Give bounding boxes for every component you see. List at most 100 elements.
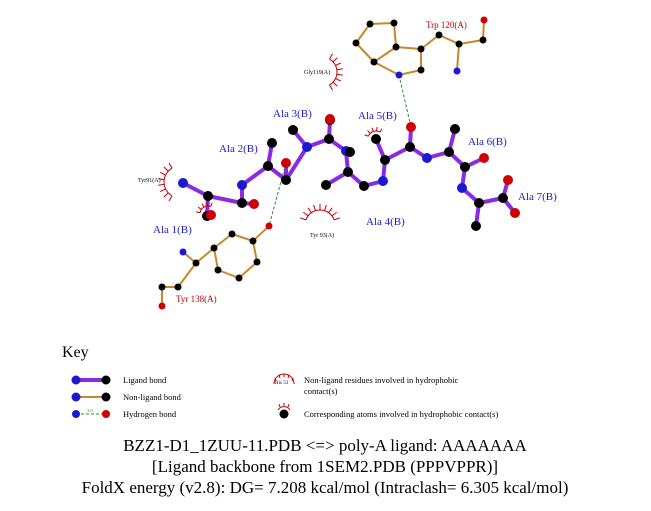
residue-label-trp120: Trp 120(A) bbox=[426, 20, 467, 30]
non-ligand-bond bbox=[252, 225, 270, 242]
legend-hydrophobic-label-line1: Non-ligand residues involved in hydropho… bbox=[304, 375, 459, 385]
non-ligand-bond bbox=[213, 233, 233, 249]
oxygen-atom bbox=[249, 199, 259, 209]
non-ligand-bond bbox=[395, 46, 422, 50]
atoms bbox=[158, 16, 520, 310]
legend-hbond-atom-o bbox=[102, 410, 110, 418]
non-ligand-bond bbox=[398, 69, 422, 76]
hydrophobic-arc-gly119 bbox=[329, 53, 343, 91]
carbon-atom bbox=[405, 142, 415, 152]
hydrogen-bond bbox=[268, 162, 287, 227]
oxygen-atom bbox=[510, 208, 520, 218]
residue-label-ala1: Ala 1(B) bbox=[153, 224, 192, 236]
residue-label-ala3: Ala 3(B) bbox=[273, 108, 312, 120]
legend-nonligand-bond-label: Non-ligand bond bbox=[123, 392, 182, 402]
carbon-atom bbox=[343, 167, 353, 177]
hydrophobic-arc-tyr93 bbox=[300, 204, 340, 221]
nitrogen-atom bbox=[395, 71, 403, 79]
legend-ligand-bond-atom-n bbox=[71, 375, 81, 385]
carbon-atom bbox=[174, 283, 182, 291]
nitrogen-atom bbox=[237, 180, 247, 190]
carbon-atom bbox=[324, 134, 334, 144]
nitrogen-atom bbox=[378, 176, 388, 186]
carbon-atom bbox=[450, 124, 460, 134]
oxygen-atom bbox=[503, 175, 513, 185]
non-ligand-bond bbox=[213, 247, 219, 271]
legend: Key Ligand bond Non-ligand bond 3.0 Hydr… bbox=[62, 344, 498, 419]
ligand-bond bbox=[240, 164, 270, 187]
carbon-atom bbox=[392, 43, 400, 51]
carbon-atom bbox=[479, 36, 487, 44]
legend-hydrophobic-label-line2: contact(s) bbox=[304, 386, 338, 396]
non-ligand-bond bbox=[252, 240, 258, 263]
hydrogen-bonds bbox=[268, 74, 412, 227]
carbon-atom bbox=[235, 274, 243, 282]
legend-title: Key bbox=[62, 344, 89, 361]
nitrogen-atom bbox=[178, 178, 188, 188]
non-ligand-bond bbox=[420, 34, 440, 50]
carbon-atom bbox=[228, 230, 236, 238]
hydrophobic-label-tyr93: Tyr 93(A) bbox=[310, 232, 334, 239]
oxygen-atom bbox=[325, 114, 335, 124]
non-ligand-bond bbox=[369, 22, 395, 25]
non-ligand-bond bbox=[393, 22, 397, 48]
carbon-atom bbox=[371, 134, 381, 144]
oxygen-atom bbox=[265, 222, 273, 230]
oxygen-atom bbox=[281, 158, 291, 168]
carbon-atom bbox=[370, 58, 378, 66]
nitrogen-atom bbox=[179, 248, 187, 256]
non-ligand-bond bbox=[373, 61, 400, 76]
carbon-atom bbox=[281, 175, 291, 185]
carbon-atom bbox=[435, 31, 443, 39]
legend-hbond-distance: 3.0 bbox=[87, 408, 93, 413]
nitrogen-atom bbox=[453, 67, 461, 75]
non-ligand-bonds bbox=[161, 19, 485, 307]
caption-line2: [Ligand backbone from 1SEM2.PDB (PPPVPPR… bbox=[152, 457, 498, 476]
oxygen-atom bbox=[480, 16, 488, 24]
carbon-atom bbox=[352, 39, 360, 47]
legend-ligand-bond-label: Ligand bond bbox=[123, 375, 167, 385]
carbon-atom bbox=[158, 283, 166, 291]
carbon-atom bbox=[460, 162, 470, 172]
carbon-atom bbox=[267, 138, 277, 148]
caption-line1: BZZ1-D1_1ZUU-11.PDB <=> poly-A ligand: A… bbox=[123, 436, 527, 455]
residue-label-ala4: Ala 4(B) bbox=[366, 216, 405, 228]
residue-label-ala7: Ala 7(B) bbox=[518, 191, 557, 203]
oxygen-atom bbox=[158, 302, 166, 310]
carbon-atom bbox=[471, 221, 481, 231]
nitrogen-atom bbox=[457, 183, 467, 193]
carbon-atom bbox=[380, 155, 390, 165]
non-ligand-bond bbox=[355, 23, 371, 44]
non-ligand-bond bbox=[373, 46, 397, 63]
residue-label-tyr138: Tyr 138(A) bbox=[176, 294, 217, 304]
legend-ligand-bond-atom-c bbox=[101, 375, 111, 385]
non-ligand-bond bbox=[438, 34, 460, 45]
legend-corresponding-atom-arc bbox=[277, 403, 291, 411]
carbon-atom bbox=[210, 244, 218, 252]
carbon-atom bbox=[237, 198, 247, 208]
non-ligand-bond bbox=[458, 39, 484, 45]
carbon-atom bbox=[498, 193, 508, 203]
non-ligand-bond bbox=[177, 262, 197, 288]
legend-hbond-label: Hydrogen bond bbox=[123, 409, 177, 419]
caption-line3: FoldX energy (v2.8): DG= 7.208 kcal/mol … bbox=[82, 478, 569, 497]
legend-hydrophobic-arc bbox=[273, 373, 295, 385]
carbon-atom bbox=[203, 191, 213, 201]
nitrogen-atom bbox=[422, 153, 432, 163]
residue-label-ala5: Ala 5(B) bbox=[358, 110, 397, 122]
residue-label-ala2: Ala 2(B) bbox=[219, 143, 258, 155]
legend-corresponding-atoms-label: Corresponding atoms involved in hydropho… bbox=[304, 409, 498, 419]
non-ligand-bond bbox=[355, 42, 375, 63]
carbon-atom bbox=[359, 181, 369, 191]
oxygen-atom bbox=[479, 153, 489, 163]
carbon-atom bbox=[288, 125, 298, 135]
carbon-atom bbox=[214, 266, 222, 274]
carbon-atom bbox=[192, 259, 200, 267]
hydrophobic-arcs bbox=[158, 53, 383, 221]
carbon-atom bbox=[390, 19, 398, 27]
hydrophobic-label-gly119: Gly119(A) bbox=[304, 69, 330, 76]
legend-nonligand-bond-atom-n bbox=[71, 392, 81, 402]
carbon-atom bbox=[345, 147, 355, 157]
contact-arc-ala5 bbox=[364, 127, 383, 137]
